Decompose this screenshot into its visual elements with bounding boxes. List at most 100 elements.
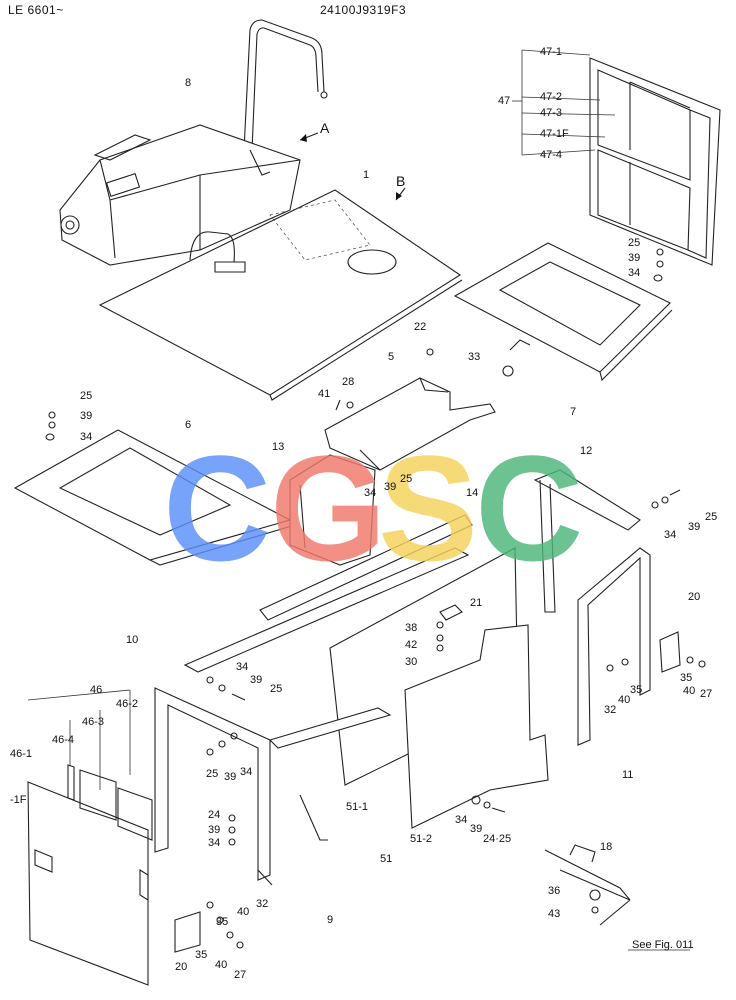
part-label: 34 [628, 267, 640, 279]
part-label: 51 [380, 853, 392, 865]
hardware-lower [206, 489, 706, 949]
part-label: 46-2 [116, 698, 138, 710]
part-label: 36 [548, 885, 560, 897]
part-label: 21 [470, 597, 482, 609]
watermark-letter-4: C [475, 424, 583, 592]
part-label: 1 [363, 169, 369, 181]
part-label: 11 [622, 769, 633, 781]
view-arrow-a-label: A [320, 120, 330, 136]
part-label: 46 [90, 684, 102, 696]
part-label: 34 [240, 766, 252, 778]
part-label: 39 [80, 410, 92, 422]
part-label: 39 [224, 771, 236, 783]
view-arrow-b-label: B [396, 173, 405, 189]
part-label: 39 [688, 521, 700, 533]
part-labels: 8 1 47-1 47 47-2 47-3 47-1F 47-4 25 39 3… [10, 46, 717, 981]
part-label: 10 [126, 634, 138, 646]
model-range-label: LE 6601~ [8, 3, 64, 17]
part-label: 34 [664, 529, 676, 541]
part-label: 8 [185, 77, 191, 89]
part-label: 40 [215, 959, 227, 971]
part-label: 34 [208, 837, 220, 849]
view-arrows: A B [299, 120, 406, 201]
part-label: 39 [208, 824, 220, 836]
part-label: 51-1 [346, 801, 368, 813]
part-label: 46-4 [52, 734, 74, 746]
part-label: 47-4 [540, 149, 562, 161]
part-label: 34 [80, 431, 92, 443]
plate-6 [13, 411, 296, 566]
part-label: 46-3 [82, 716, 104, 728]
part-label: 25 [628, 237, 640, 249]
part-label: 47-1F [540, 128, 569, 140]
reference-inset [544, 844, 690, 951]
part-label: 12 [580, 445, 592, 457]
frame-members-12-13-14 [183, 454, 651, 746]
part-label: 20 [175, 961, 187, 973]
part-label: 47-1 [540, 46, 562, 58]
part-label: 46-1 [10, 748, 32, 760]
side-panels-51 [329, 547, 549, 829]
part-label: 25 [270, 683, 282, 695]
part-label: 13 [272, 441, 284, 453]
part-label: 32 [604, 704, 616, 716]
part-label: 34 [455, 814, 467, 826]
machine-body-assembly [59, 19, 328, 266]
part-label: 25 [705, 511, 717, 523]
part-label: 27 [234, 969, 246, 981]
part-label: 25 [400, 473, 412, 485]
part-label: 38 [405, 622, 417, 634]
part-label: 5 [388, 351, 394, 363]
part-label: 32 [256, 898, 268, 910]
part-label: 33 [468, 351, 480, 363]
drawing-number: 24100J9319F3 [320, 3, 407, 17]
part-label: 47-2 [540, 91, 562, 103]
part-label: 39 [470, 823, 482, 835]
part-label: 34 [364, 487, 376, 499]
part-label: 35 [630, 684, 642, 696]
part-label: 20 [688, 591, 700, 603]
part-label: 35 [216, 916, 228, 928]
part-label: 24 [208, 809, 220, 821]
part-label: 35 [680, 672, 692, 684]
part-label: 22 [414, 321, 426, 333]
part-label: 42 [405, 639, 417, 651]
part-label: 27 [700, 688, 712, 700]
watermark-letter-2: G [270, 424, 387, 592]
part-label: 14 [466, 487, 478, 499]
part-label: 40 [618, 694, 630, 706]
part-label: 40 [237, 906, 249, 918]
watermark-letter-3: S [378, 424, 478, 592]
part-label: 24·25 [483, 833, 511, 845]
part-label: 41 [318, 388, 330, 400]
frame-10 [154, 687, 392, 886]
part-label: 40 [683, 685, 695, 697]
plate-7 [453, 242, 673, 382]
part-label: 35 [195, 949, 207, 961]
part-label: 25 [80, 390, 92, 402]
top-plate-1 [98, 189, 463, 401]
hardware-25-39-34-top-right [653, 248, 664, 282]
reference-note: See Fig. 011 [632, 939, 694, 951]
part-label: -1F [10, 794, 27, 806]
part-label: 6 [185, 419, 191, 431]
part-label: 43 [548, 908, 560, 920]
part-label: 47 [498, 95, 510, 107]
part-label: 51-2 [410, 833, 432, 845]
part-label: 7 [570, 406, 576, 418]
part-label: 18 [600, 841, 612, 853]
part-label: 9 [327, 914, 333, 926]
part-label: 39 [384, 481, 396, 493]
part-label: 28 [342, 376, 354, 388]
part-label: 47-3 [540, 107, 562, 119]
bracket-5 [324, 348, 496, 471]
watermark: C G S C [163, 424, 583, 592]
part-label: 39 [628, 252, 640, 264]
part-label: 30 [405, 656, 417, 668]
panel-assembly-47 [512, 49, 721, 266]
door-assembly-46 [27, 689, 201, 986]
watermark-letter-1: C [163, 424, 271, 592]
part-label: 34 [236, 661, 248, 673]
